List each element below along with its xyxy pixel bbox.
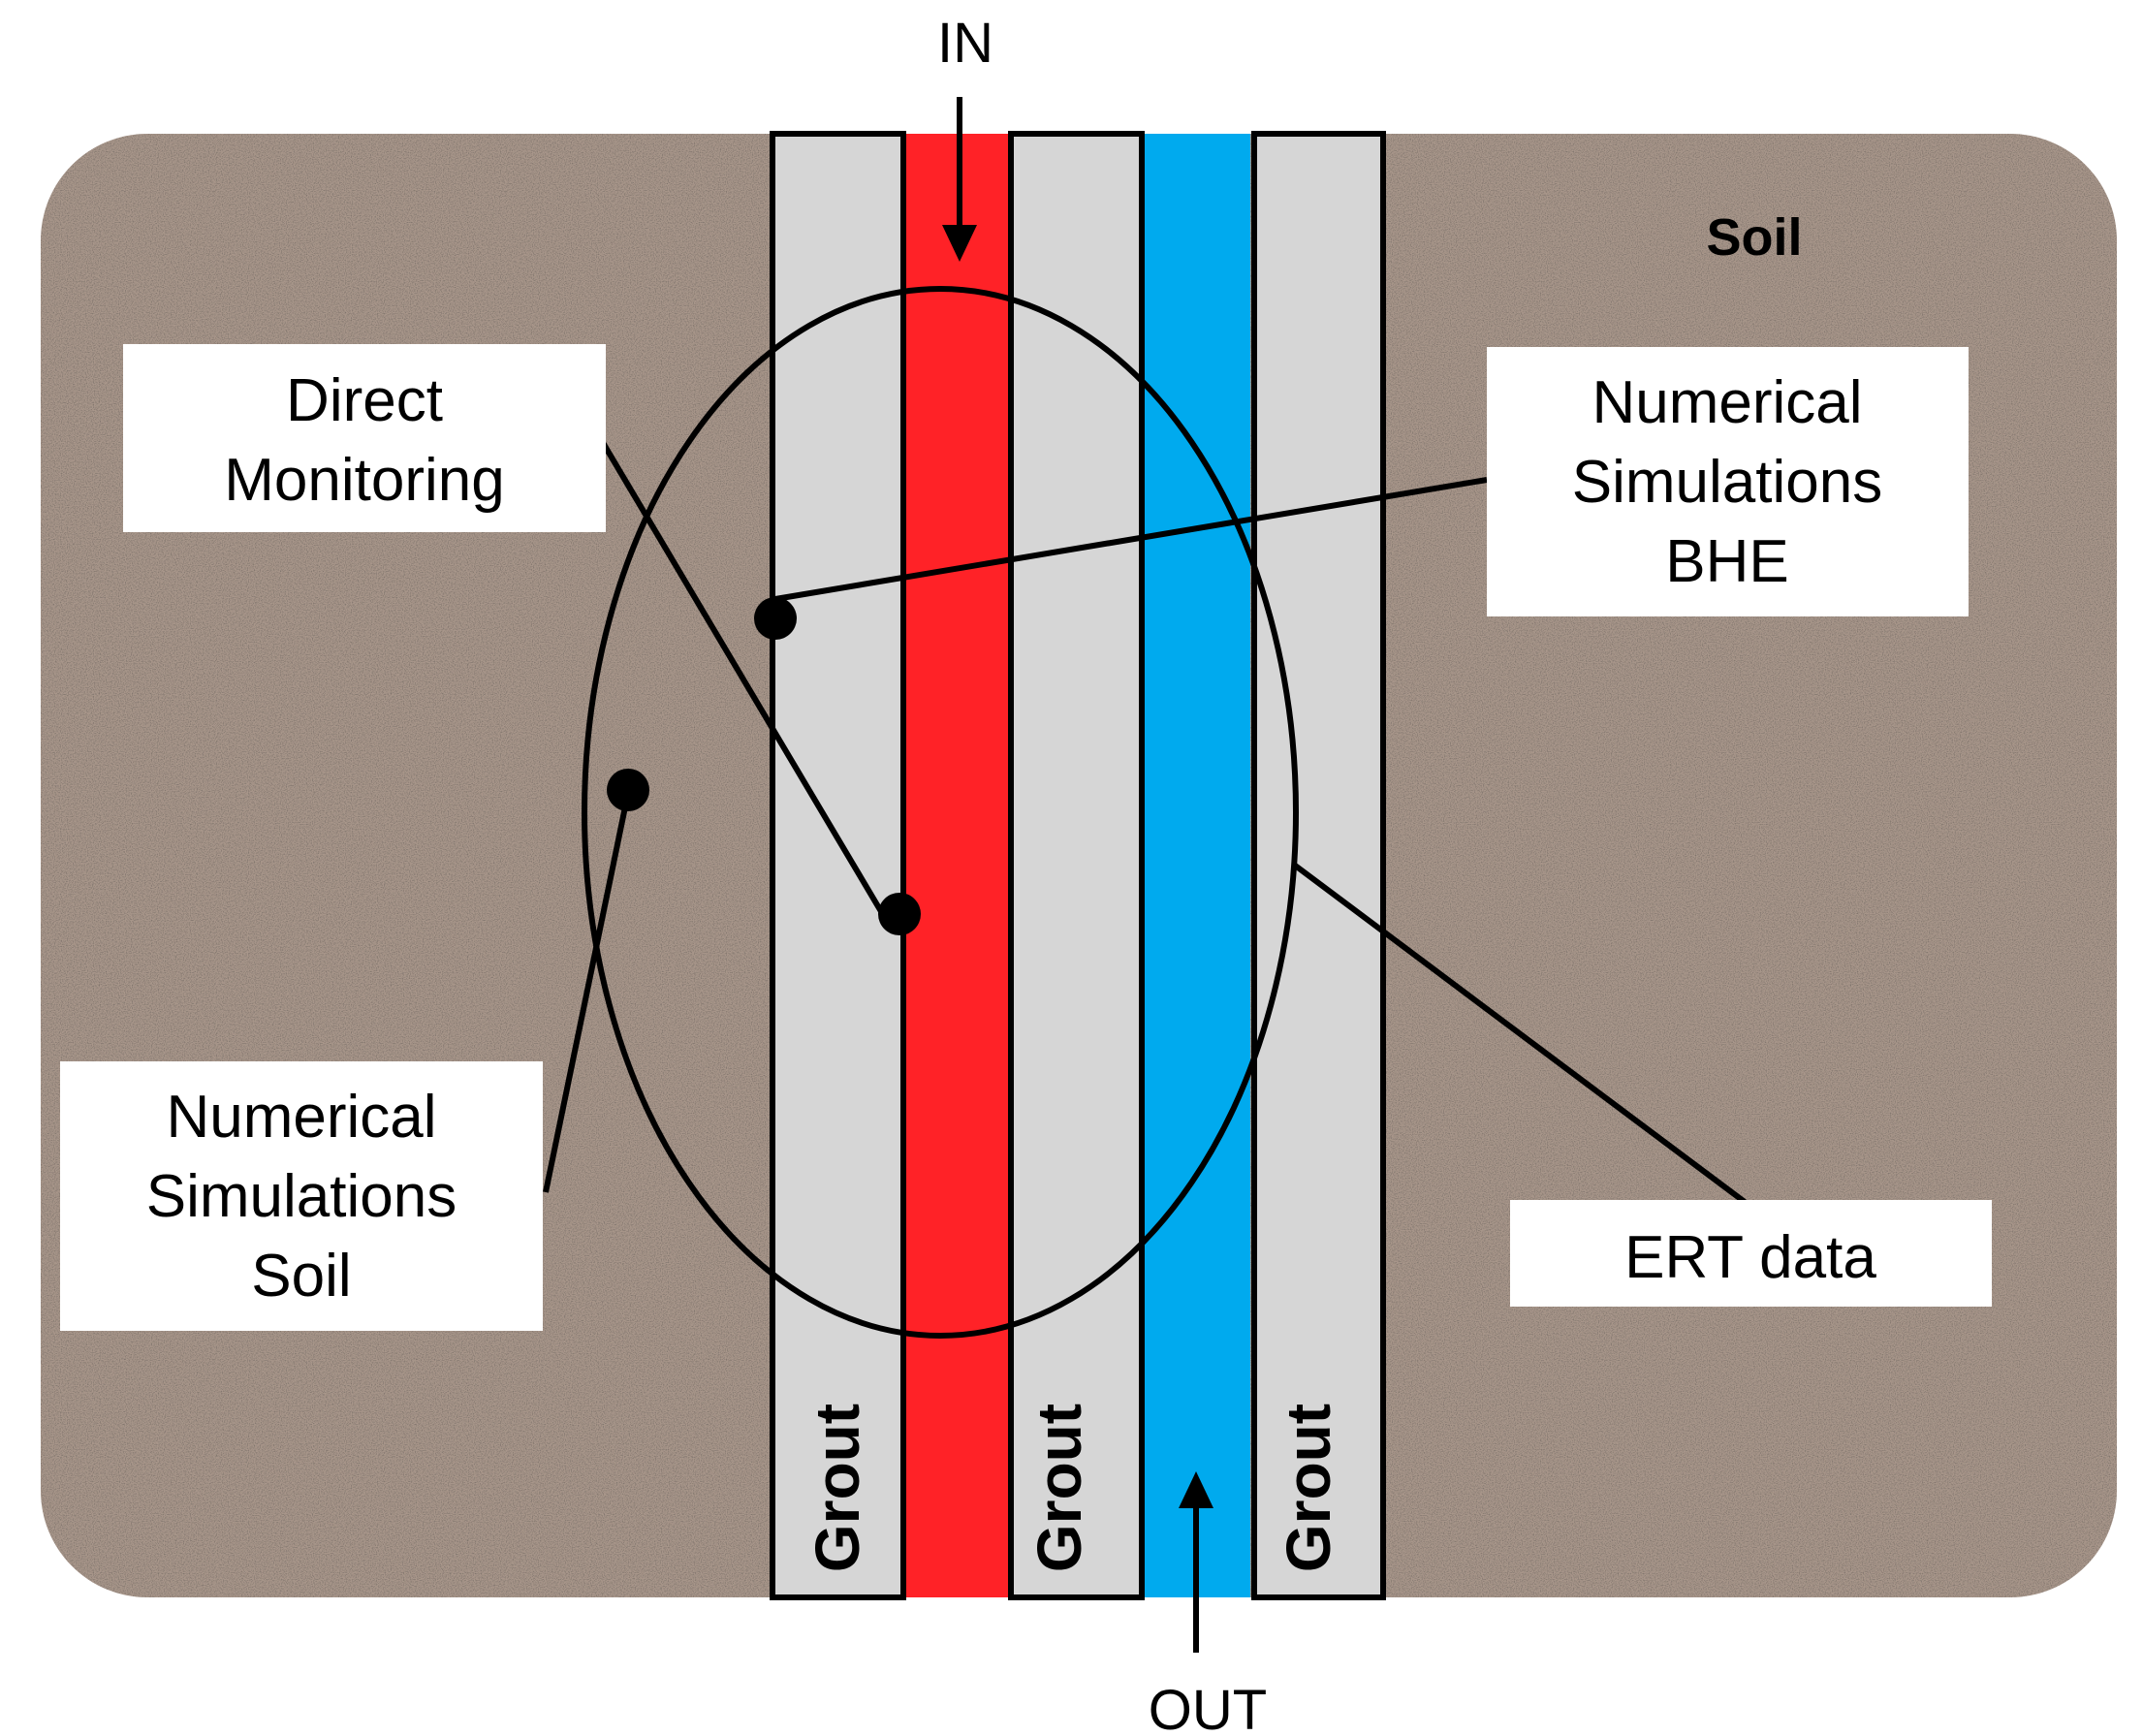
soil-measurement-dot [607, 769, 649, 811]
bhe-measurement-dot [754, 597, 797, 640]
direct-monitoring-dot [878, 893, 921, 935]
box-line: Monitoring [224, 447, 504, 514]
box-line: Numerical [166, 1084, 436, 1151]
inflow-arrow [942, 97, 977, 262]
box-line: BHE [1665, 528, 1788, 595]
box-line: Simulations [1572, 449, 1882, 516]
box-background [1487, 347, 1969, 616]
box-line: Soil [251, 1243, 351, 1310]
box-background [60, 1061, 543, 1331]
box-line: ERT data [1624, 1224, 1876, 1291]
out-label: OUT [1149, 1679, 1267, 1736]
soil-label: Soil [1706, 208, 1802, 267]
box-background [123, 344, 606, 532]
ert-investigation-ellipse [582, 286, 1299, 1339]
box-line: Numerical [1591, 369, 1862, 436]
grout-column-right [1251, 131, 1386, 1600]
ert-data-leader [1292, 862, 1747, 1205]
grout-column-middle [1008, 131, 1145, 1600]
outflow-pipe [1142, 134, 1250, 1597]
box-line: Simulations [146, 1163, 457, 1230]
inflow-pipe [903, 134, 1008, 1597]
grout-label-middle: Grout [1024, 1404, 1094, 1572]
box-background [1510, 1200, 1992, 1307]
grout-column-left [770, 131, 906, 1600]
bhe-simulation-leader [774, 477, 1488, 602]
box-line: Direct [286, 367, 443, 434]
soil-simulation-leader [543, 792, 631, 1193]
numerical-simulations-bhe-box: Numerical Simulations BHE [1487, 347, 1969, 616]
outflow-arrow [1179, 1471, 1213, 1653]
numerical-simulations-soil-box: Numerical Simulations Soil [60, 1061, 543, 1331]
grout-label-left: Grout [803, 1404, 872, 1572]
direct-monitoring-box: Direct Monitoring [123, 344, 606, 532]
grout-label-right: Grout [1274, 1404, 1343, 1572]
ert-data-box: ERT data [1510, 1200, 1992, 1307]
in-label: IN [937, 12, 993, 75]
direct-monitoring-leader [599, 439, 885, 915]
